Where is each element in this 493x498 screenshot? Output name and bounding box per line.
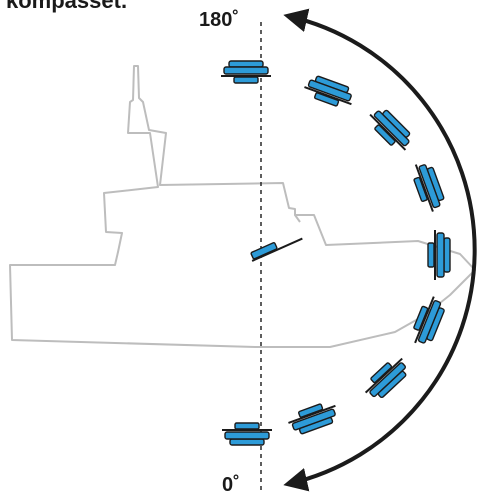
compass-device-icon xyxy=(220,60,272,84)
caption-text: kompasset. xyxy=(6,0,128,13)
compass-device-icon xyxy=(221,422,273,446)
compass-device-icon xyxy=(427,229,451,281)
compass-device-icon xyxy=(408,158,449,215)
compass-device-icon xyxy=(285,398,342,439)
angle-label-180: 180˚ xyxy=(199,9,240,31)
compass-device-icon xyxy=(364,102,418,156)
mounted-compass-icon xyxy=(250,237,303,262)
angle-label-0: 0˚ xyxy=(222,474,240,496)
rotation-arc-arrow xyxy=(283,8,477,492)
compass-device-icon xyxy=(359,352,414,405)
compass-device-icon xyxy=(301,71,358,112)
ship-hull-outline xyxy=(9,65,476,348)
